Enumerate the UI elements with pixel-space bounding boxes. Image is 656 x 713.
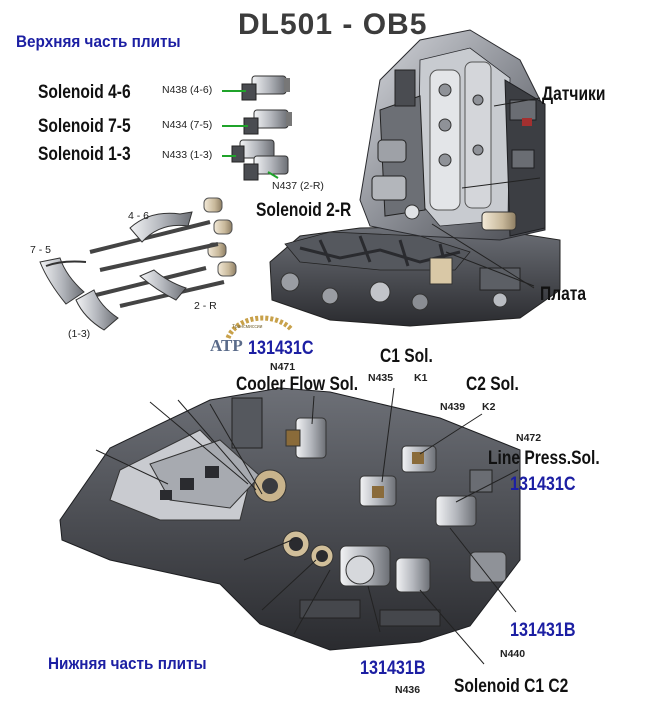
- label-plate: Плата: [540, 284, 587, 305]
- part-number-cooler: 131431C: [248, 338, 314, 359]
- solenoid-4-6-body: [241, 75, 290, 101]
- label-fork-1-3: (1-3): [68, 328, 91, 340]
- label-n437: N437 (2-R): [272, 180, 324, 192]
- solenoid-7-5-body: [243, 109, 292, 135]
- label-n440: N440: [500, 648, 526, 660]
- watermark-brand: ATP: [210, 336, 243, 355]
- label-solenoid-4-6: Solenoid 4-6: [38, 82, 131, 103]
- label-solenoid-2-r: Solenoid 2-R: [256, 200, 352, 221]
- label-n434: N434 (7-5): [162, 119, 213, 131]
- label-k1: K1: [414, 372, 428, 384]
- label-c1-sol: C1 Sol.: [380, 346, 433, 367]
- atp-watermark: [225, 315, 294, 340]
- label-n436: N436: [395, 684, 421, 696]
- label-fork-4-6: 4 - 6: [128, 210, 150, 222]
- label-line-press-sol: Line Press.Sol.: [488, 448, 600, 469]
- label-k2: K2: [482, 401, 496, 413]
- label-sensors: Датчики: [542, 84, 606, 105]
- upper-leader-lines: [431, 97, 541, 289]
- upper-section-caption: Верхняя часть плиты: [16, 32, 181, 51]
- part-number-line-press: 131431C: [510, 474, 576, 495]
- lower-leader-lines: [95, 387, 519, 665]
- label-n438: N438 (4-6): [162, 84, 213, 96]
- label-n471: N471: [270, 361, 296, 373]
- solenoid-2-r-body: [243, 155, 289, 181]
- label-cooler-flow-sol: Cooler Flow Sol.: [236, 374, 359, 395]
- label-fork-2-r: 2 - R: [194, 300, 217, 312]
- label-solenoid-7-5: Solenoid 7-5: [38, 116, 131, 137]
- part-number-n436: 131431B: [360, 658, 426, 679]
- label-n439: N439: [440, 401, 466, 413]
- part-number-n440: 131431B: [510, 620, 576, 641]
- label-n433: N433 (1-3): [162, 149, 213, 161]
- label-n435: N435: [368, 372, 394, 384]
- label-solenoid-1-3: Solenoid 1-3: [38, 144, 131, 165]
- solenoid-1-3-body: [231, 139, 275, 163]
- green-leader-lines: [222, 90, 279, 179]
- upper-plate-assembly: [269, 29, 561, 327]
- watermark-arc-text: Трансмиссии: [232, 324, 263, 330]
- piston-caps: [203, 197, 237, 277]
- label-c2-sol: C2 Sol.: [466, 374, 519, 395]
- label-fork-7-5: 7 - 5: [30, 244, 52, 256]
- shift-forks: [39, 197, 237, 331]
- lower-section-caption: Нижняя часть плиты: [48, 654, 207, 673]
- label-n472: N472: [516, 432, 542, 444]
- lower-valve-body: [59, 387, 521, 651]
- diagram-title: DL501 - OB5: [238, 8, 428, 41]
- label-solenoid-c1-c2: Solenoid C1 C2: [454, 676, 569, 697]
